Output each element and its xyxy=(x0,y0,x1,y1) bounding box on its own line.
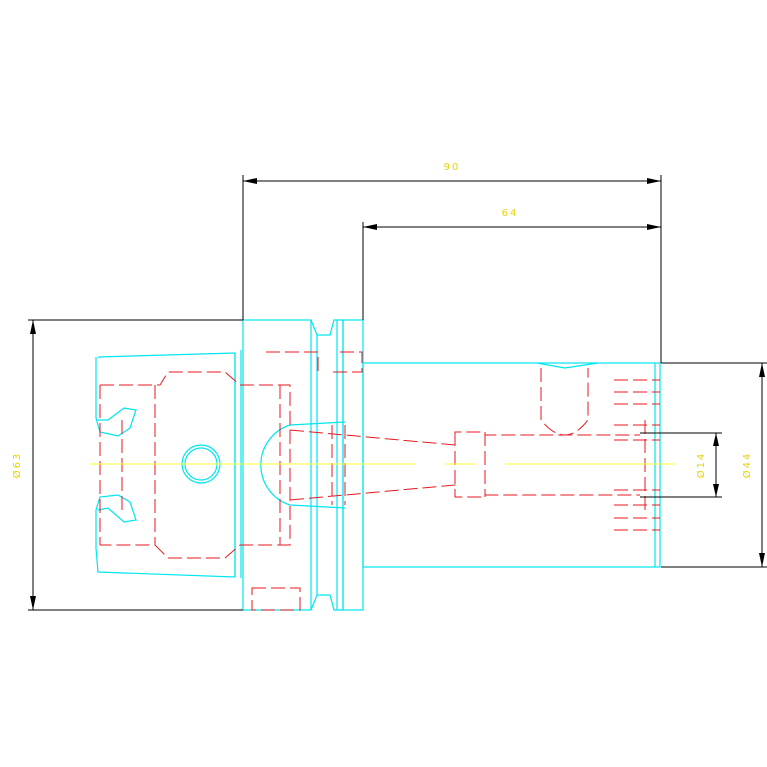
dim-label-90: 90 xyxy=(444,162,461,173)
flange-outline xyxy=(242,319,312,611)
arrow-44-bottom xyxy=(759,553,765,567)
arrow-14-bottom xyxy=(713,484,719,497)
thread-hidden-top xyxy=(614,379,660,441)
arrow-44-top xyxy=(759,363,765,377)
groove-outline xyxy=(310,319,344,611)
bore-hidden xyxy=(289,429,640,501)
left-end-outline xyxy=(95,352,236,578)
arrow-90-left xyxy=(243,178,257,184)
arrow-64-left xyxy=(363,224,377,230)
dimension-lines xyxy=(28,175,767,611)
dim-label-14: Ø14 xyxy=(695,452,707,479)
arrow-90-right xyxy=(647,178,661,184)
shank-slot-hidden xyxy=(540,368,589,436)
arrow-63-bottom xyxy=(30,596,36,610)
shank-groove xyxy=(536,362,599,369)
dim-label-44: Ø44 xyxy=(741,452,753,479)
shank-outline xyxy=(362,362,661,568)
arrow-63-top xyxy=(30,320,36,334)
hidden-lines xyxy=(99,351,660,611)
thread-hidden-bottom xyxy=(614,489,660,531)
flange-bottom-hidden xyxy=(251,587,301,611)
arrow-64-right xyxy=(647,224,661,230)
dimension-labels: 90 64 Ø63 Ø44 Ø14 xyxy=(11,162,753,478)
flange-bore-outline xyxy=(260,421,346,509)
arrow-14-top xyxy=(713,433,719,446)
collar-outline xyxy=(342,319,364,611)
visible-outline xyxy=(95,319,661,611)
dim-label-63: Ø63 xyxy=(11,452,23,479)
flange-top-hidden xyxy=(266,351,363,373)
left-cavity-hidden xyxy=(100,371,291,559)
dim-label-64: 64 xyxy=(502,208,519,219)
